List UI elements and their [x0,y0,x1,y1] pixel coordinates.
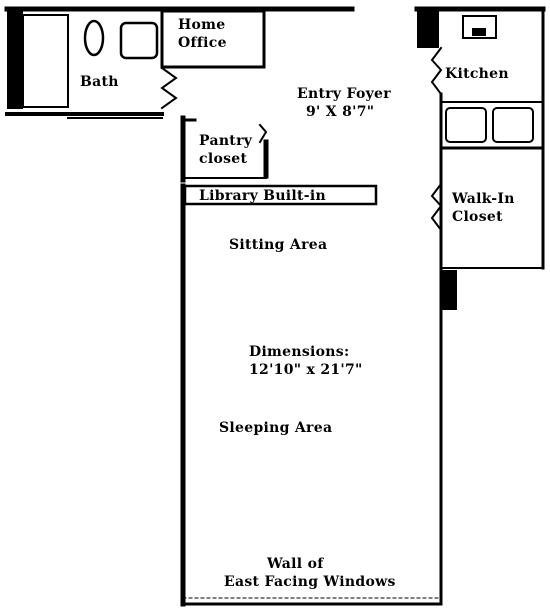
kitchen-sink-left [445,107,487,143]
kitchen-sink-right [492,107,534,143]
bath-door [160,66,178,110]
stove-knob [472,28,486,36]
home-office-walls [160,9,266,69]
pantry-door [258,123,268,144]
kitchen-label: Kitchen [445,66,509,82]
stove [462,15,497,39]
right-wall-pillar [441,270,457,310]
dimensions-heading: Dimensions: [249,344,350,360]
dimensions-value: 12'10" x 21'7" [249,362,363,378]
sitting-area-label: Sitting Area [229,237,328,253]
toilet [83,19,105,57]
walk-in-closet-label-line1: Walk-In [452,191,515,207]
kitchen-door [430,46,443,96]
bath-sink [119,21,159,60]
bath-label: Bath [80,74,119,90]
home-office-label-line1: Home [178,17,226,33]
closet-door [430,182,443,232]
pantry-label-line2: closet [199,151,248,167]
entry-foyer-label: Entry Foyer [297,86,391,102]
pantry-label-line1: Pantry [199,133,253,149]
sleeping-area-label: Sleeping Area [219,420,333,436]
home-office-label-line2: Office [178,35,227,51]
kitchen-top-block [417,8,439,48]
windows-label-line2: East Facing Windows [224,574,396,590]
walk-in-closet-label-line2: Closet [452,209,503,225]
bathtub [22,14,69,108]
bath-left-wall [7,9,23,109]
windows-label-line1: Wall of [267,556,324,572]
entry-foyer-dimensions: 9' X 8'7" [306,104,375,120]
library-label: Library Built-in [199,188,327,204]
